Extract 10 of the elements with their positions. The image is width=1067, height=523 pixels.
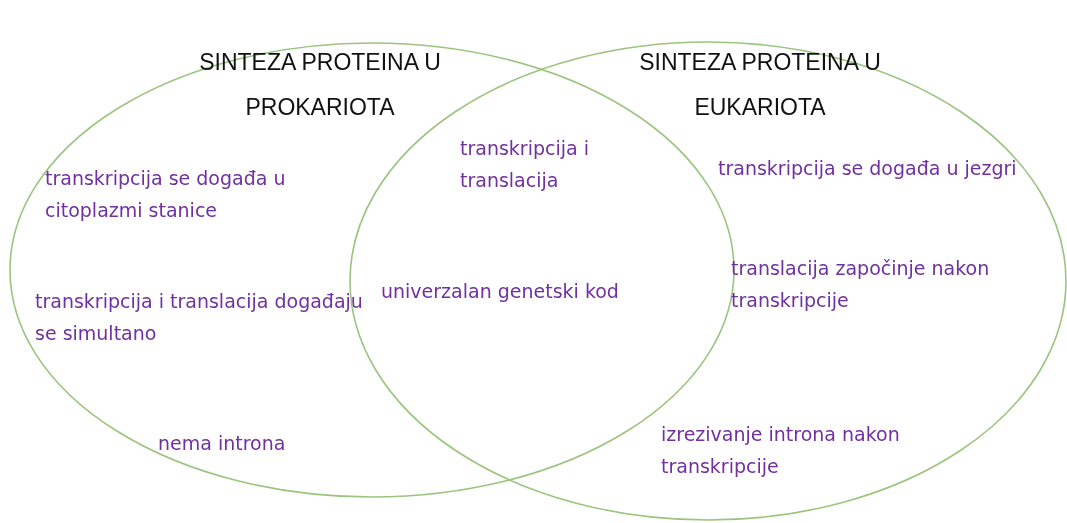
shared-feature-text: transkripcija i translacija <box>460 136 590 193</box>
set-title: SINTEZA PROTEINA U PROKARIOTA <box>198 48 442 122</box>
feature-text: transkripcija i translacija događaju se simultano <box>35 289 364 346</box>
feature-text: translacija započinje nakon transkripcije <box>731 256 991 313</box>
set-title: SINTEZA PROTEINA U EUKARIOTA <box>638 48 882 122</box>
feature-text: transkripcija se događa u citoplazmi stanice <box>45 166 287 223</box>
feature-text: transkripcija se događa u jezgri <box>718 156 1018 181</box>
feature-text: izrezivanje introna nakon transkripcije <box>661 422 901 479</box>
shared-feature-text: univerzalan genetski kod <box>381 279 620 304</box>
feature-text: nema introna <box>158 431 287 456</box>
